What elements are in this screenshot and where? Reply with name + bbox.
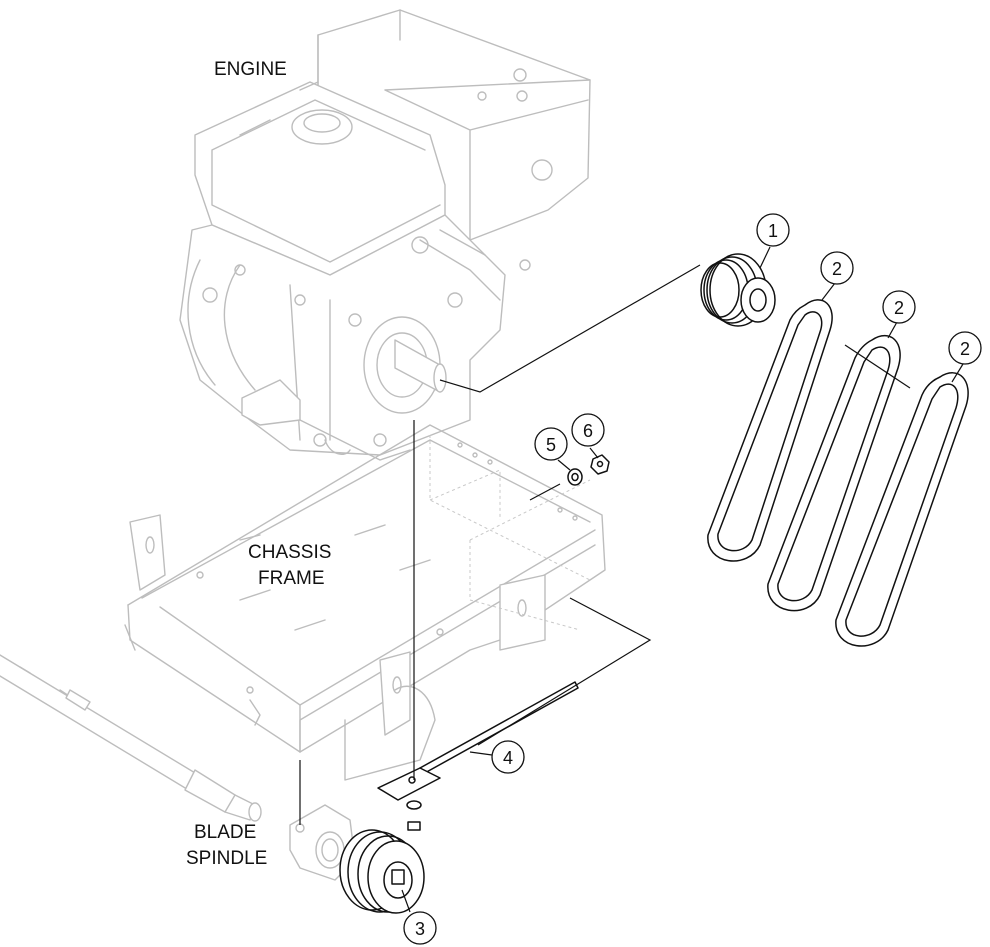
- hex-nut: [590, 454, 610, 475]
- callout-2b: 2: [882, 290, 916, 324]
- chassis-label-line2: FRAME: [258, 568, 325, 589]
- blade-label-line1: BLADE: [194, 822, 256, 843]
- callout-1-number: 1: [768, 221, 778, 241]
- tension-rod: [377, 681, 579, 831]
- chassis-label-line1: CHASSIS: [248, 542, 331, 563]
- callout-2b-number: 2: [894, 298, 904, 318]
- callout-5: 5: [534, 427, 568, 461]
- blade-label-line2: SPINDLE: [186, 848, 267, 869]
- washer: [567, 468, 583, 486]
- engine-label: ENGINE: [214, 59, 287, 80]
- callout-2a-number: 2: [832, 259, 842, 279]
- callout-4: 4: [491, 740, 525, 774]
- chassis-frame-drawing: [124, 424, 606, 781]
- blade-spindle-shaft-drawing: [0, 654, 356, 881]
- callout-4-number: 4: [503, 748, 513, 768]
- v-belt-2: [767, 334, 901, 612]
- v-belt-1: [707, 299, 833, 562]
- callout-2c-number: 2: [960, 339, 970, 359]
- blade-spindle-pulley: [339, 829, 425, 914]
- callout-3-number: 3: [415, 919, 425, 939]
- assembly-lines: [299, 246, 964, 913]
- callout-2c: 2: [948, 331, 982, 365]
- callout-3: 3: [403, 911, 437, 945]
- callout-6-number: 6: [583, 421, 593, 441]
- engine-drawing: [179, 9, 591, 461]
- v-belt-3: [835, 372, 969, 647]
- engine-pulley: [700, 253, 776, 327]
- callout-1: 1: [756, 213, 790, 247]
- callout-2a: 2: [820, 251, 854, 285]
- callout-6: 6: [571, 413, 605, 447]
- callout-5-number: 5: [546, 435, 556, 455]
